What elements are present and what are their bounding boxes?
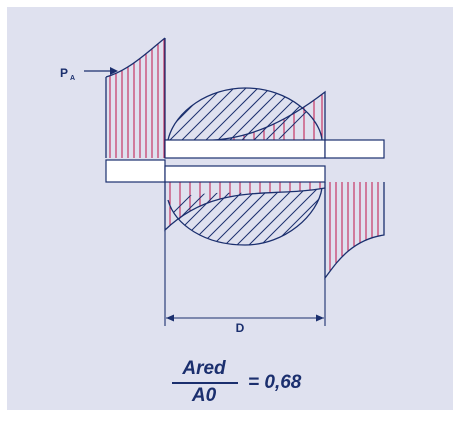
- dimension-arrow-right: [316, 314, 324, 322]
- dimension-label: D: [236, 321, 245, 335]
- ball-bore-upper: [164, 139, 326, 159]
- upstream-pressure-hatch: [109, 38, 165, 158]
- bore-bands: [105, 139, 385, 183]
- formula-result: = 0,68: [248, 372, 302, 393]
- downstream-pressure-hatch: [329, 182, 379, 278]
- fraction-bar: [172, 382, 238, 384]
- formula-denominator: A0: [191, 385, 217, 406]
- upstream-bore: [105, 159, 166, 183]
- dimension-arrow-left: [166, 314, 174, 322]
- downstream-bore: [324, 139, 385, 159]
- area-ratio-formula: Ared A0 = 0,68: [170, 358, 330, 408]
- figure-panel: [7, 7, 453, 410]
- dimension-d: [164, 230, 326, 326]
- pressure-arrow: [84, 67, 118, 75]
- pressure-subscript: A: [70, 75, 75, 82]
- ball-bore-lower: [164, 165, 326, 183]
- formula-numerator: Ared: [182, 358, 226, 379]
- pressure-label: P: [60, 66, 68, 80]
